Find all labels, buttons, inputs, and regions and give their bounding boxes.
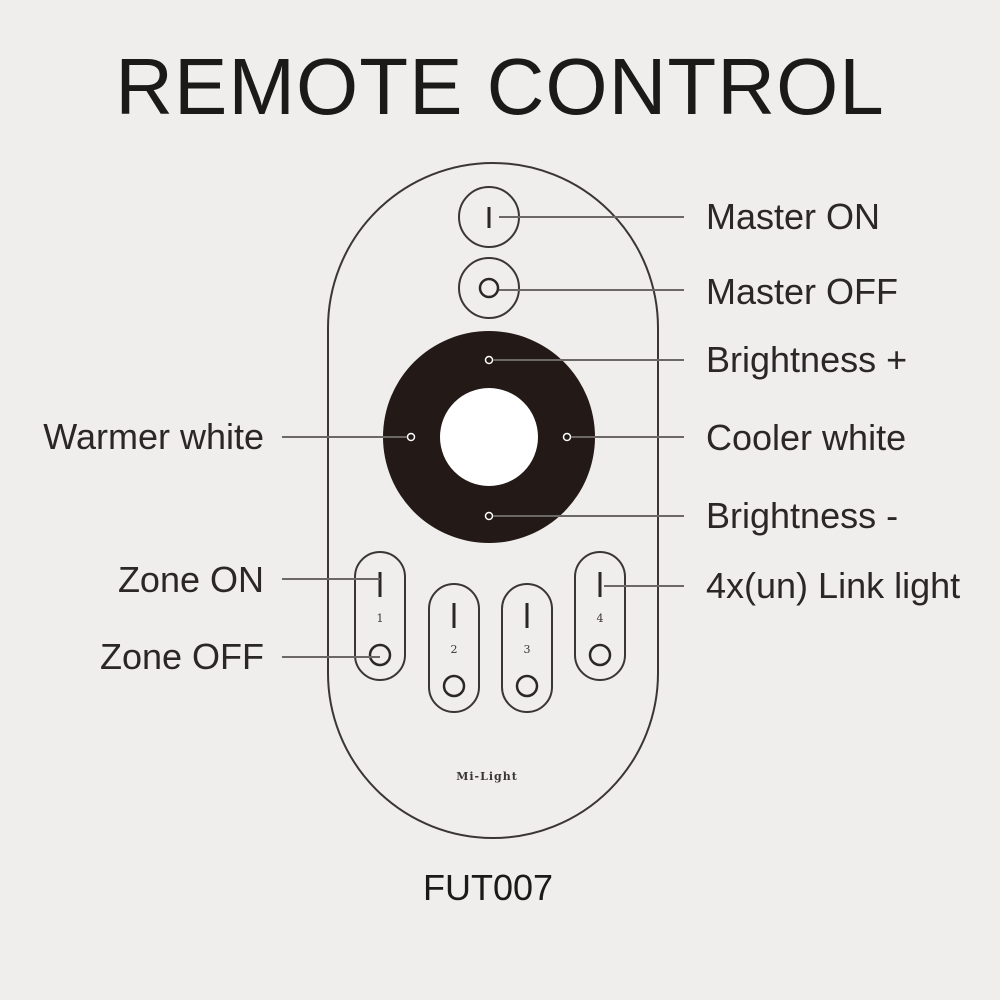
zone-4-button-group[interactable]: 4 (574, 551, 626, 681)
zone-3-button-group[interactable]: 3 (501, 583, 553, 713)
master-on-button[interactable] (458, 186, 520, 248)
zone-1-button-group[interactable]: 1 (354, 551, 406, 681)
power-off-circle-icon (515, 674, 539, 698)
zone-number: 3 (524, 643, 531, 656)
label-zone-off: Zone OFF (99, 636, 264, 677)
warmer-white-dot[interactable] (406, 432, 416, 442)
brightness-plus-dot[interactable] (484, 355, 494, 365)
brand-logo: Mi-Light (456, 770, 518, 783)
power-off-circle-icon (368, 643, 392, 667)
control-wheel (383, 331, 595, 543)
zone-number: 1 (377, 612, 384, 625)
label-cooler-white: Cooler white (706, 417, 907, 458)
zone-number: 2 (451, 643, 458, 656)
label-master-off: Master OFF (706, 271, 899, 312)
power-off-circle-icon (442, 674, 466, 698)
master-off-button[interactable] (458, 257, 520, 319)
leader-lines (282, 216, 684, 658)
label-master-on: Master ON (706, 196, 881, 237)
label-warmer-white: Warmer white (43, 416, 264, 457)
brightness-minus-dot[interactable] (484, 511, 494, 521)
cooler-white-dot[interactable] (562, 432, 572, 442)
power-off-circle-icon (478, 277, 500, 299)
model-number: FUT007 (422, 867, 554, 908)
label-zone-on: Zone ON (117, 559, 264, 600)
label-brightness-plus: Brightness + (706, 339, 908, 380)
power-off-circle-icon (588, 643, 612, 667)
label-brightness-minus: Brightness - (706, 495, 899, 536)
label-link-light: 4x(un) Link light (706, 565, 961, 606)
diagram-title: REMOTE CONTROL (115, 42, 885, 131)
zone-2-button-group[interactable]: 2 (428, 583, 480, 713)
zone-number: 4 (597, 612, 604, 625)
wheel-center (440, 388, 538, 486)
